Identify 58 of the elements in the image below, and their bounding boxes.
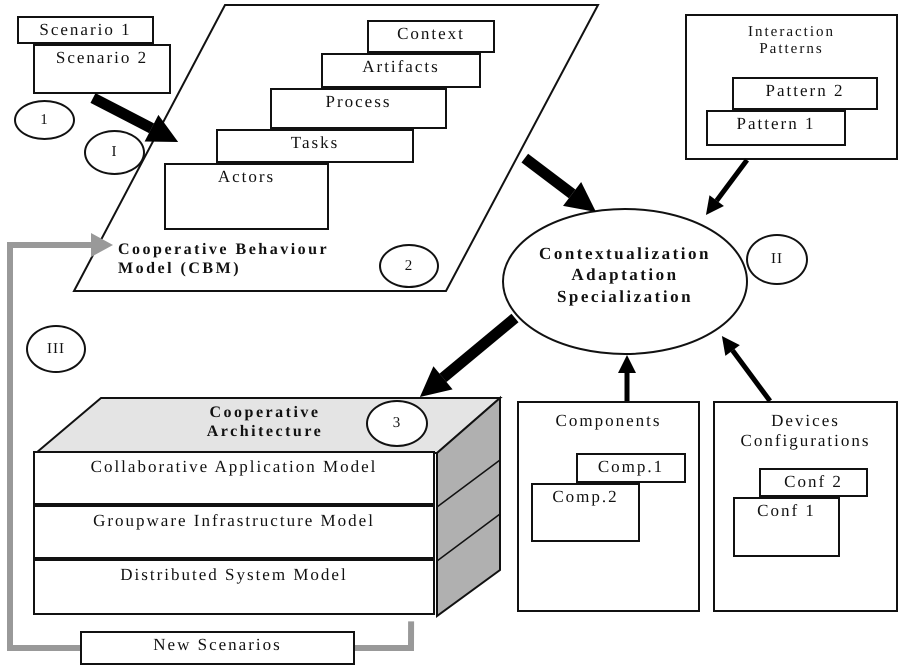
step-number: 2 [404,258,414,274]
arrow [420,314,519,397]
labelled-box [367,20,495,53]
labelled-box [216,129,414,163]
labelled-box [759,468,868,497]
box-title: Tasks [290,133,340,153]
box-title: Devices Configurations [740,411,872,450]
box-title: Comp.2 [551,487,620,507]
process-title: Contextualization Adaptation Specialization [538,243,712,307]
step-number: 1 [40,112,49,128]
arrow [521,154,596,212]
labelled-box [517,401,700,612]
arrow [618,355,636,401]
labelled-box [33,44,171,94]
labelled-box [732,77,878,110]
box-title: Pattern 2 [764,81,846,101]
box-title: Conf 2 [783,472,844,492]
labelled-box [576,453,686,483]
arrow [722,336,772,402]
labelled-box [685,14,898,160]
labelled-box [17,16,154,44]
layer-box [33,559,435,615]
box-title: Pattern 1 [736,114,816,134]
labelled-box [531,483,640,542]
layer-box [33,451,435,505]
step-circle [746,234,808,285]
box-title: Groupware Infrastructure Model [92,511,376,531]
labelled-box [733,497,840,557]
layer-box [33,505,435,559]
box-title: Process [324,92,392,112]
box-title: Artifacts [361,57,441,77]
arrow [90,93,178,142]
box-title: New Scenarios [152,635,283,655]
labelled-box [270,88,447,129]
box-title: Interaction Patterns [747,24,836,58]
architecture-title: Cooperative Architecture [206,403,324,442]
labelled-box [713,401,898,612]
model-title: Cooperative Behaviour Model (CBM) [118,240,330,278]
labelled-box [164,163,329,230]
step-number: II [771,251,783,268]
box-title: Comp.1 [596,457,666,477]
labelled-box [80,631,355,665]
step-number: 3 [392,415,402,432]
step-number: III [47,340,65,358]
box-title: Scenario 2 [54,48,150,68]
box-title: Actors [216,167,276,187]
arrow [706,158,749,216]
box-title: Collaborative Application Model [90,457,378,477]
box-title: Scenario 1 [38,20,133,40]
box-title: Distributed System Model [119,565,349,585]
arrow [7,233,113,651]
step-number: I [112,144,118,161]
box-title: Components [554,411,662,431]
step-circle [84,130,145,175]
box-title: Conf 1 [756,501,817,521]
labelled-box [321,53,481,88]
box-title: Context [396,24,466,44]
labelled-box [706,110,846,146]
